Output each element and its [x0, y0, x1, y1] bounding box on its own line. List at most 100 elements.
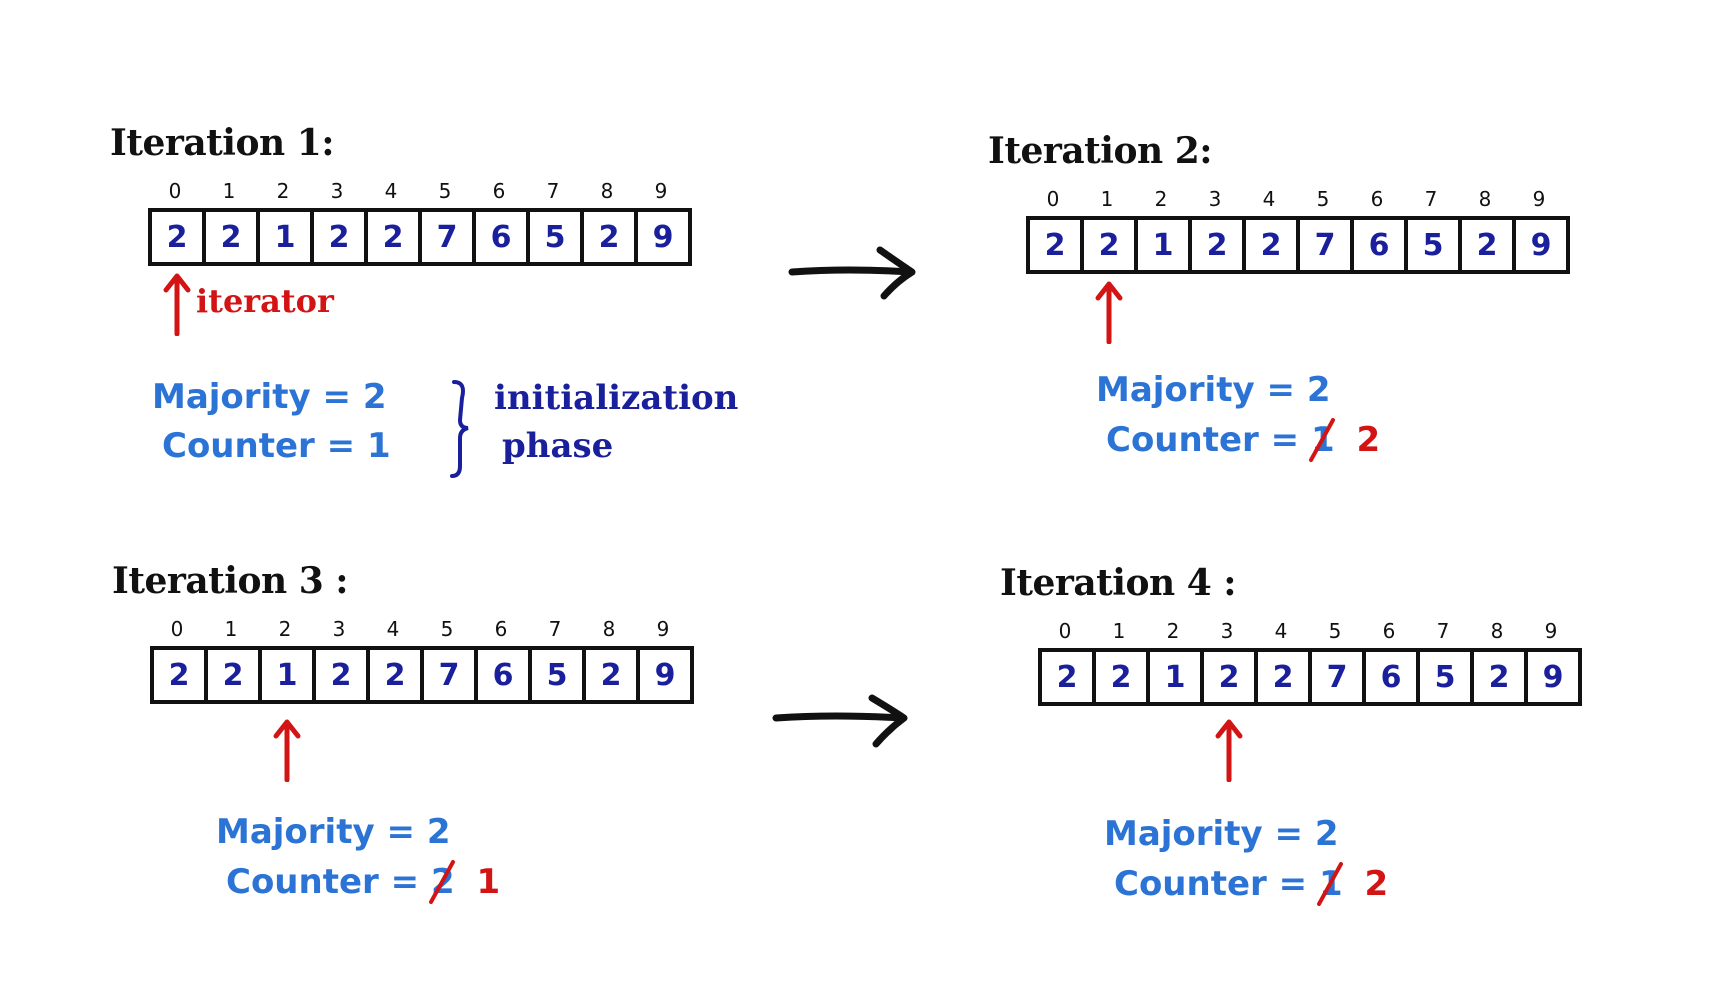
array-cell: 7: [422, 212, 476, 262]
counter-label: Counter: [1114, 864, 1267, 904]
array-cell: 2: [314, 212, 368, 262]
array-cell: 5: [1420, 652, 1474, 702]
index-label: 6: [1382, 619, 1396, 643]
index-label: 4: [384, 179, 398, 203]
counter-label: Counter: [162, 426, 315, 466]
array-cell: 2: [1030, 220, 1084, 270]
array-cell: 2: [1246, 220, 1300, 270]
array-cell: 2: [1474, 652, 1528, 702]
index-label: 8: [1490, 619, 1504, 643]
array-cell: 9: [1530, 227, 1552, 263]
index-label: 8: [1478, 187, 1492, 211]
counter-value: 1: [367, 426, 391, 466]
index-label: 6: [494, 617, 508, 641]
index-label: 5: [1316, 187, 1330, 211]
index-label: 8: [600, 179, 614, 203]
counter-old-value: 1: [1309, 418, 1335, 462]
strike-icon: [1317, 862, 1343, 906]
counter-line: Counter = 1 2: [1114, 862, 1389, 906]
majority-line: Majority = 2: [216, 812, 451, 852]
iteration-title: Iteration 4 :: [1000, 562, 1237, 604]
equals-sign: =: [386, 812, 415, 852]
array-cell: 2: [154, 650, 208, 700]
brace-icon: [450, 380, 469, 478]
index-label: 0: [170, 617, 184, 641]
majority-value: 2: [426, 812, 451, 852]
array-cell: 2: [1258, 652, 1312, 702]
equals-sign: =: [1274, 814, 1303, 854]
array-cell: 9: [652, 219, 674, 255]
array-cell: 2: [316, 650, 370, 700]
index-label: 7: [546, 179, 560, 203]
index-label: 9: [656, 617, 670, 641]
index-label: 7: [1424, 187, 1438, 211]
array-cell: 2: [1084, 220, 1138, 270]
transition-arrow-icon: [772, 694, 908, 748]
index-label: 3: [1220, 619, 1234, 643]
array-cell: 2: [368, 212, 422, 262]
majority-value: 2: [1314, 814, 1339, 854]
pointer-arrow-icon: [1095, 281, 1123, 344]
equals-sign: =: [326, 426, 356, 466]
array-cell: 7: [424, 650, 478, 700]
array-cell: 2: [208, 650, 262, 700]
counter-label: Counter: [1106, 420, 1259, 460]
index-label: 6: [492, 179, 506, 203]
index-label: 1: [1100, 187, 1114, 211]
index-label: 3: [330, 179, 344, 203]
counter-new-value: 2: [1364, 864, 1389, 904]
iteration-title: Iteration 3 :: [112, 560, 349, 602]
index-label: 4: [1262, 187, 1276, 211]
array-cell: 9: [1542, 659, 1564, 695]
index-label: 5: [440, 617, 454, 641]
majority-line: Majority = 2: [152, 377, 387, 417]
index-label: 9: [1532, 187, 1546, 211]
index-label: 0: [168, 179, 182, 203]
index-label: 0: [1058, 619, 1072, 643]
index-label: 3: [332, 617, 346, 641]
pointer-arrow-icon: [163, 273, 191, 336]
array-cell: 2: [1042, 652, 1096, 702]
array-cell: 2: [1204, 652, 1258, 702]
index-label: 8: [602, 617, 616, 641]
iteration-title: Iteration 1:: [110, 122, 335, 164]
array-cell: 5: [530, 212, 584, 262]
iterator-label: iterator: [196, 282, 334, 320]
array-cell: 1: [260, 212, 314, 262]
note-line-2: phase: [502, 426, 614, 466]
counter-line: Counter = 1: [162, 426, 391, 466]
counter-label: Counter: [226, 862, 379, 902]
array-cell: 6: [1366, 652, 1420, 702]
array-cell: 6: [476, 212, 530, 262]
array-cell: 5: [532, 650, 586, 700]
array-cell: 2: [1192, 220, 1246, 270]
index-label: 2: [1154, 187, 1168, 211]
majority-label: Majority: [216, 812, 375, 852]
equals-sign: =: [322, 377, 351, 417]
equals-sign: =: [1278, 864, 1308, 904]
array-cell: 6: [1354, 220, 1408, 270]
array-cell: 9: [654, 657, 676, 693]
index-label: 3: [1208, 187, 1222, 211]
index-label: 2: [1166, 619, 1180, 643]
index-label: 4: [386, 617, 400, 641]
array-cell: 2: [584, 212, 638, 262]
strike-icon: [429, 860, 455, 904]
index-label: 6: [1370, 187, 1384, 211]
majority-value: 2: [1306, 370, 1331, 410]
array-cell: 2: [152, 212, 206, 262]
array-cell: 1: [262, 650, 316, 700]
index-label: 9: [654, 179, 668, 203]
array-cell: 2: [1462, 220, 1516, 270]
